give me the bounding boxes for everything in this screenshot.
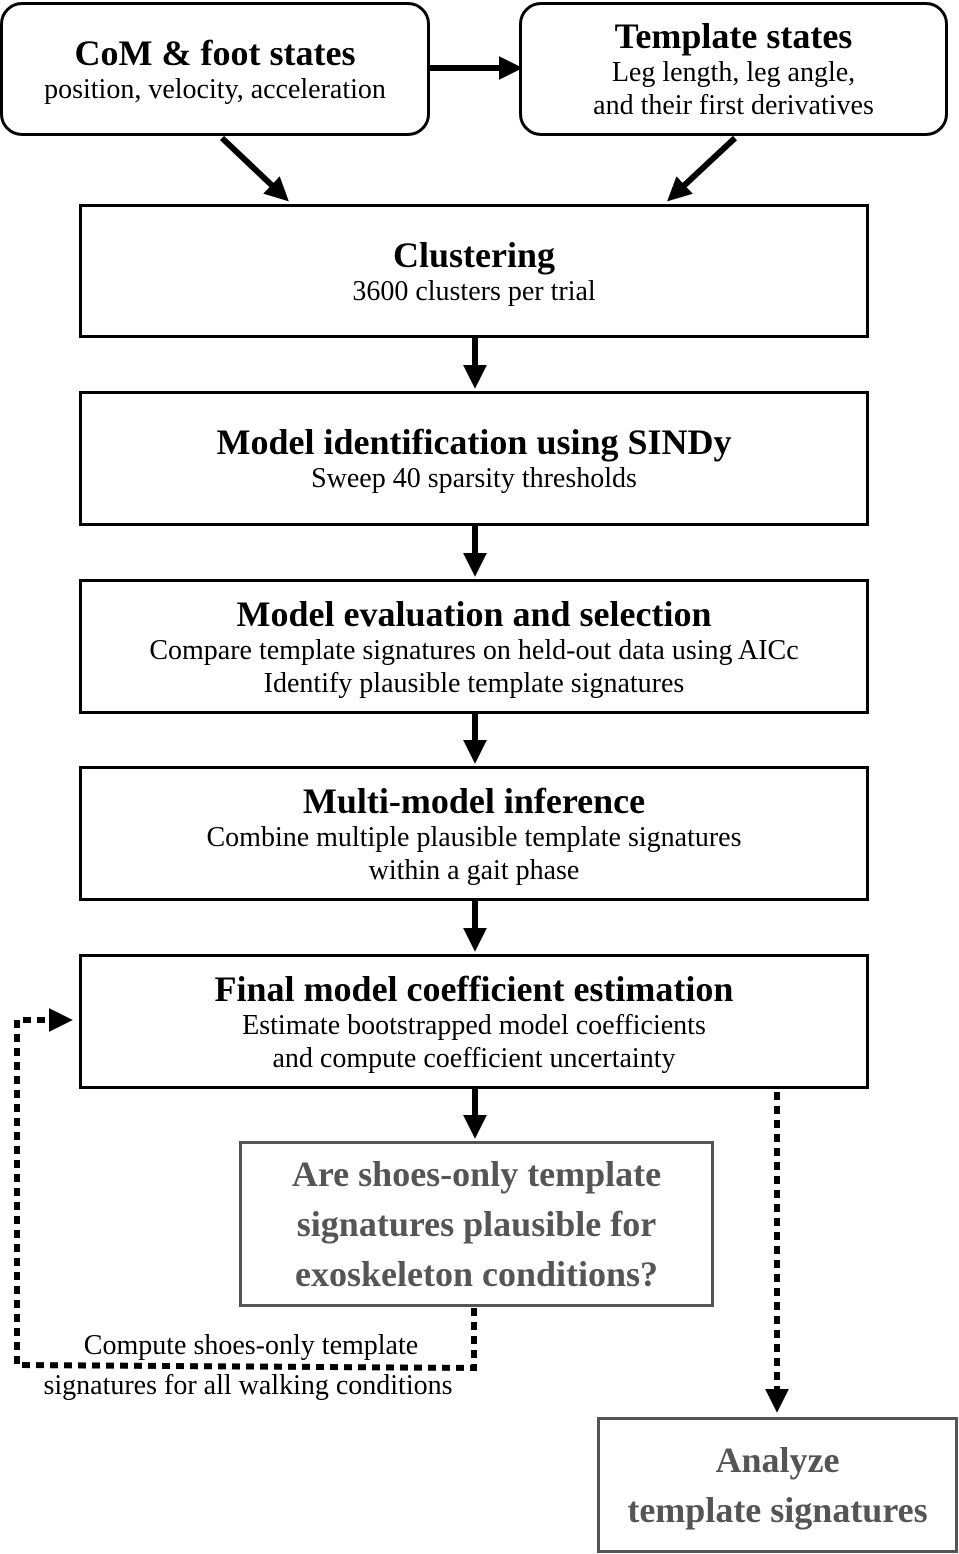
model-evaluation-box: Model evaluation and selection Compare t… xyxy=(79,579,869,714)
multi-model-inference-line-2: within a gait phase xyxy=(368,854,580,886)
arrow-template-to-clustering xyxy=(667,135,738,202)
model-evaluation-line-1: Compare template signatures on held-out … xyxy=(149,634,799,666)
template-states-title: Template states xyxy=(614,16,853,56)
analyze-line-1: Analyze xyxy=(715,1440,840,1480)
template-states-box: Template states Leg length, leg angle, a… xyxy=(519,2,948,136)
loop-label-line-2: signatures for all walking conditions xyxy=(43,1370,453,1401)
question-box: Are shoes-only template signatures plaus… xyxy=(239,1141,714,1307)
com-foot-states-title: CoM & foot states xyxy=(74,32,356,73)
loop-label: Compute shoes-only template signatures f… xyxy=(8,1326,488,1406)
question-line-3: exoskeleton conditions? xyxy=(294,1254,659,1294)
loop-label-line-1: Compute shoes-only template xyxy=(83,1330,419,1361)
model-identification-box: Model identification using SINDy Sweep 4… xyxy=(79,391,869,526)
clustering-title: Clustering xyxy=(393,234,555,275)
analyze-box: Analyze template signatures xyxy=(597,1417,958,1553)
model-evaluation-line-2: Identify plausible template signatures xyxy=(263,667,685,699)
com-foot-states-box: CoM & foot states position, velocity, ac… xyxy=(0,2,430,136)
analyze-line-2: template signatures xyxy=(627,1490,928,1530)
final-estimation-title: Final model coefficient estimation xyxy=(214,968,734,1009)
com-foot-states-subtitle: position, velocity, acceleration xyxy=(44,73,386,105)
final-estimation-box: Final model coefficient estimation Estim… xyxy=(79,954,869,1089)
clustering-box: Clustering 3600 clusters per trial xyxy=(79,204,869,338)
multi-model-inference-box: Multi-model inference Combine multiple p… xyxy=(79,766,869,901)
clustering-line-1: 3600 clusters per trial xyxy=(352,275,596,307)
question-line-1: Are shoes-only template xyxy=(291,1154,662,1194)
model-identification-line-1: Sweep 40 sparsity thresholds xyxy=(311,463,637,494)
model-evaluation-title: Model evaluation and selection xyxy=(236,593,712,634)
multi-model-inference-line-1: Combine multiple plausible template sign… xyxy=(206,821,742,853)
final-estimation-line-1: Estimate bootstrapped model coefficients xyxy=(242,1009,706,1041)
final-estimation-line-2: and compute coefficient uncertainty xyxy=(272,1042,676,1074)
template-states-line-1: Leg length, leg angle, xyxy=(611,57,856,88)
question-line-2: signatures plausible for xyxy=(296,1204,657,1244)
arrow-com-to-clustering xyxy=(219,135,289,202)
template-states-line-2: and their first derivatives xyxy=(593,90,874,121)
model-identification-title: Model identification using SINDy xyxy=(216,422,732,462)
multi-model-inference-title: Multi-model inference xyxy=(302,780,646,821)
